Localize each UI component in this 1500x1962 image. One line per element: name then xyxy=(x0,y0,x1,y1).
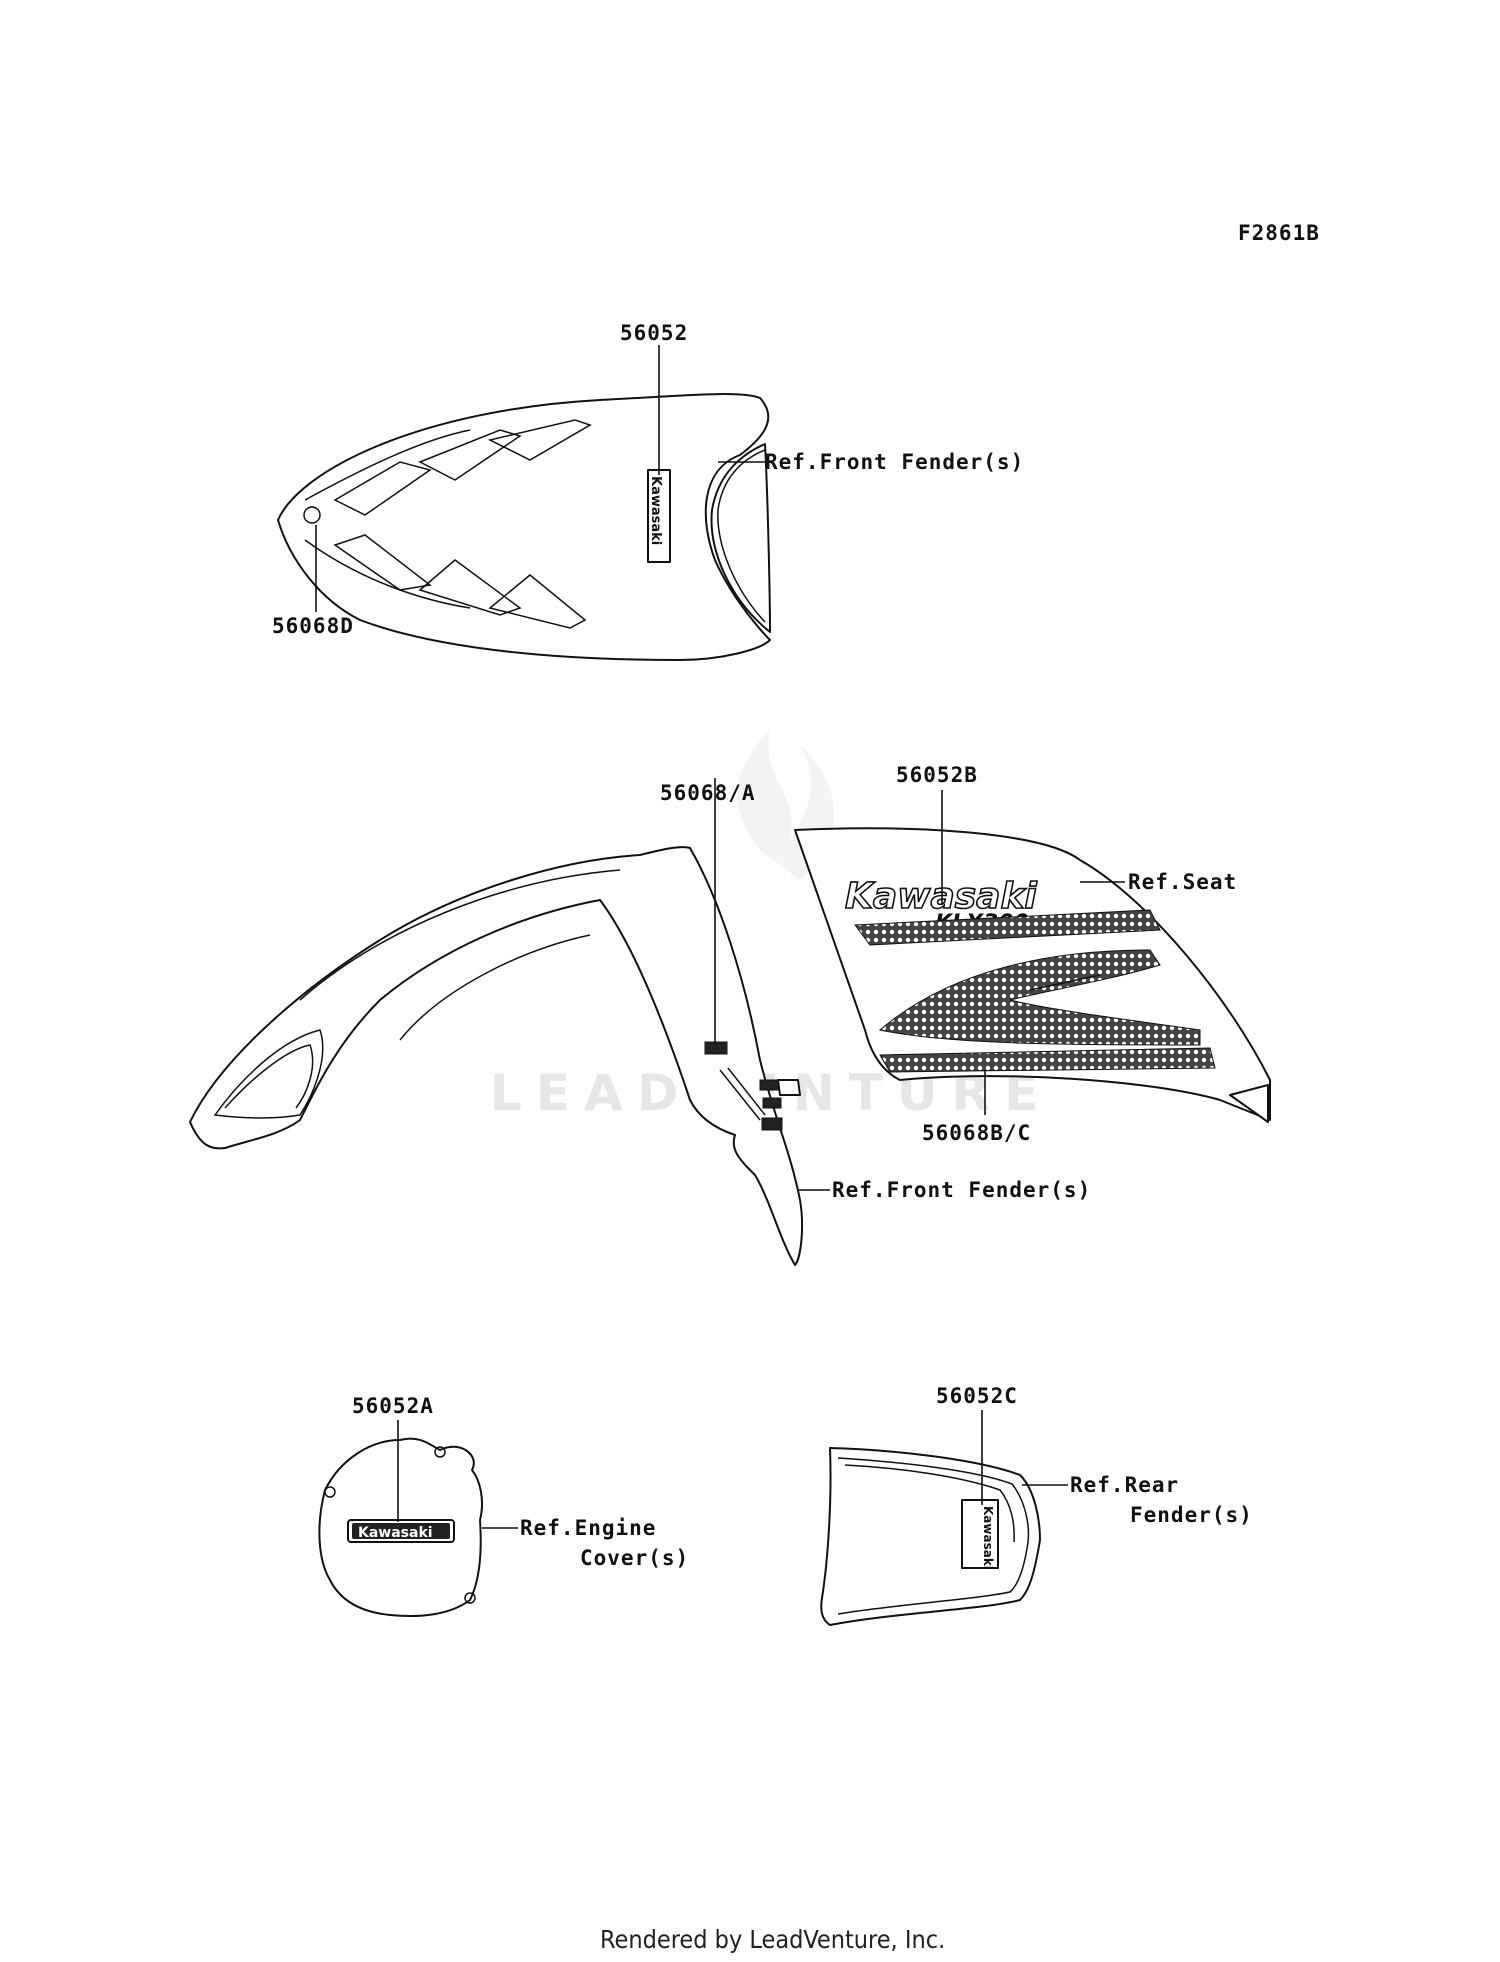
decal-56068A-1 xyxy=(704,1041,728,1055)
label-ref-engine-line2: Cover(s) xyxy=(580,1546,689,1570)
diagram-code: F2861B xyxy=(1238,221,1320,245)
engine-cover: Kawasaki xyxy=(318,1437,483,1618)
label-56068D: 56068D xyxy=(272,614,354,638)
label-ref-rear-line1: Ref.Rear xyxy=(1070,1473,1179,1497)
decal-56052C-text: Kawasaki xyxy=(981,1506,995,1570)
label-ref-front-fender-1: Ref.Front Fender(s) xyxy=(765,450,1024,474)
label-ref-front-fender-2: Ref.Front Fender(s) xyxy=(832,1178,1091,1202)
decal-56052A-text: Kawasaki xyxy=(358,1525,433,1541)
label-56052: 56052 xyxy=(620,321,688,345)
footer-credit: Rendered by LeadVenture, Inc. xyxy=(600,1925,945,1954)
front-fender-top-view: Kawasaki xyxy=(277,393,771,661)
label-ref-rear-line2: Fender(s) xyxy=(1130,1503,1253,1527)
label-ref-engine-line1: Ref.Engine xyxy=(520,1516,656,1540)
decal-56052-text: Kawasaki xyxy=(648,476,663,545)
label-56068A: 56068/A xyxy=(660,781,756,805)
rear-fender: Kawasaki xyxy=(820,1447,1041,1626)
label-56052C: 56052C xyxy=(936,1384,1018,1408)
decal-56052C xyxy=(961,1499,999,1569)
label-56068BC: 56068B/C xyxy=(922,1121,1031,1145)
label-56052A: 56052A xyxy=(352,1394,434,1418)
front-fender-side-view xyxy=(189,846,804,1266)
label-56052B: 56052B xyxy=(896,763,978,787)
label-ref-seat: Ref.Seat xyxy=(1128,870,1237,894)
